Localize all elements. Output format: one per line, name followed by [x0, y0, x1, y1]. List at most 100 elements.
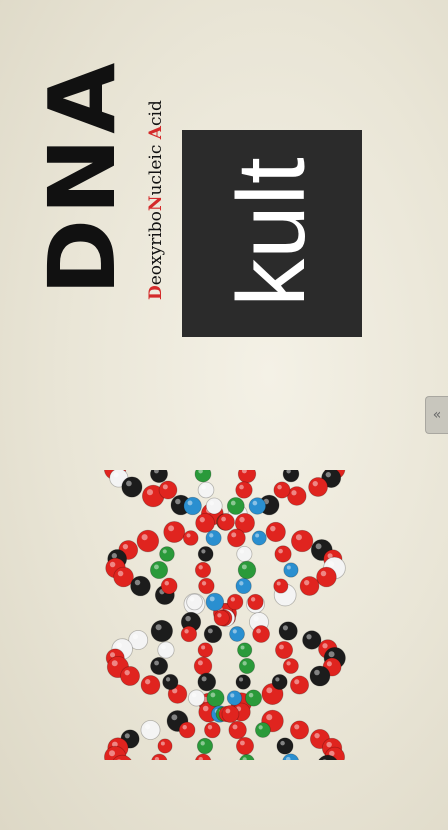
- highlight: [230, 597, 235, 602]
- highlight: [162, 484, 168, 490]
- highlight: [275, 677, 280, 682]
- base-pair-atom: [205, 497, 223, 515]
- highlight: [161, 644, 166, 650]
- highlight: [172, 688, 178, 694]
- highlight: [202, 705, 209, 712]
- highlight: [232, 724, 238, 730]
- highlight: [329, 750, 335, 757]
- highlight: [239, 581, 244, 586]
- base-pair-atom: [149, 560, 169, 580]
- side-panel-toggle[interactable]: «: [425, 396, 448, 434]
- backbone-atom: [309, 665, 331, 687]
- highlight: [201, 549, 206, 554]
- highlight: [242, 661, 247, 666]
- highlight: [285, 756, 291, 760]
- highlight: [201, 485, 206, 490]
- highlight: [146, 489, 153, 496]
- highlight: [279, 644, 284, 650]
- base-pair-atom: [188, 689, 205, 707]
- highlight: [210, 692, 216, 698]
- highlight: [124, 733, 130, 739]
- backbone-atom: [316, 566, 337, 588]
- highlight: [291, 490, 297, 496]
- backbone-atom: [265, 521, 286, 543]
- highlight: [207, 628, 213, 634]
- highlight: [197, 660, 203, 666]
- highlight: [132, 633, 139, 640]
- highlight: [239, 484, 244, 490]
- highlight: [326, 661, 332, 667]
- base-pair-atom: [217, 513, 235, 531]
- highlight: [198, 756, 203, 760]
- highlight: [171, 714, 178, 721]
- base-pair-atom: [205, 529, 222, 547]
- highlight: [239, 677, 244, 682]
- base-pair-atom: [183, 496, 202, 516]
- backbone-atom: [290, 529, 314, 553]
- base-pair-atom: [204, 721, 221, 739]
- highlight: [111, 660, 118, 667]
- highlight: [282, 625, 288, 631]
- highlight: [187, 500, 193, 506]
- backbone-atom: [299, 576, 320, 596]
- highlight: [239, 516, 245, 523]
- base-pair-atom: [226, 690, 243, 706]
- highlight: [315, 543, 322, 550]
- base-pair-atom: [247, 593, 264, 611]
- highlight: [326, 741, 332, 748]
- highlight: [306, 634, 312, 640]
- base-pair-atom: [226, 593, 244, 611]
- highlight: [280, 740, 285, 746]
- backbone-atom: [287, 486, 307, 506]
- base-pair-atom: [244, 689, 263, 707]
- highlight: [253, 615, 259, 622]
- base-pair-atom: [282, 658, 299, 674]
- base-pair-atom: [206, 688, 225, 708]
- highlight: [160, 741, 165, 746]
- highlight: [248, 692, 254, 698]
- base-pair-atom: [274, 545, 292, 563]
- backbone-atom: [308, 477, 328, 497]
- base-pair-atom: [235, 674, 251, 690]
- kult-logo-text: kult: [218, 157, 325, 307]
- highlight: [207, 725, 213, 730]
- base-pair-atom: [203, 624, 223, 644]
- highlight: [250, 597, 256, 602]
- base-pair-atom: [160, 577, 178, 595]
- highlight: [199, 517, 205, 523]
- backbone-atom: [195, 513, 215, 533]
- highlight: [198, 470, 203, 474]
- highlight: [294, 724, 300, 730]
- highlight: [109, 652, 116, 658]
- highlight: [322, 643, 328, 649]
- base-pair-atom: [275, 640, 294, 660]
- highlight: [185, 615, 191, 622]
- highlight: [277, 484, 282, 490]
- highlight: [154, 757, 160, 760]
- base-pair-atom: [236, 545, 253, 563]
- highlight: [242, 757, 247, 760]
- highlight: [276, 581, 281, 586]
- highlight: [165, 677, 171, 682]
- subtitle-part: cid: [146, 100, 166, 126]
- base-pair-atom: [205, 592, 225, 612]
- base-pair-atom: [228, 720, 247, 740]
- highlight: [108, 750, 116, 757]
- highlight: [232, 629, 237, 634]
- base-pair-atom: [237, 560, 257, 580]
- backbone-atom: [234, 512, 255, 534]
- dna-helix-illustration: [103, 470, 346, 760]
- highlight: [328, 561, 335, 568]
- highlight: [314, 732, 320, 739]
- highlight: [144, 723, 151, 730]
- backbone-atom: [289, 720, 310, 740]
- base-pair-atom: [282, 753, 299, 760]
- base-pair-atom: [197, 481, 215, 499]
- base-pair-atom: [180, 625, 198, 643]
- base-pair-atom: [226, 497, 245, 515]
- base-pair-atom: [235, 481, 253, 499]
- base-pair-atom: [251, 530, 267, 546]
- highlight: [141, 534, 148, 541]
- highlight: [258, 725, 263, 730]
- base-pair-atom: [162, 673, 179, 691]
